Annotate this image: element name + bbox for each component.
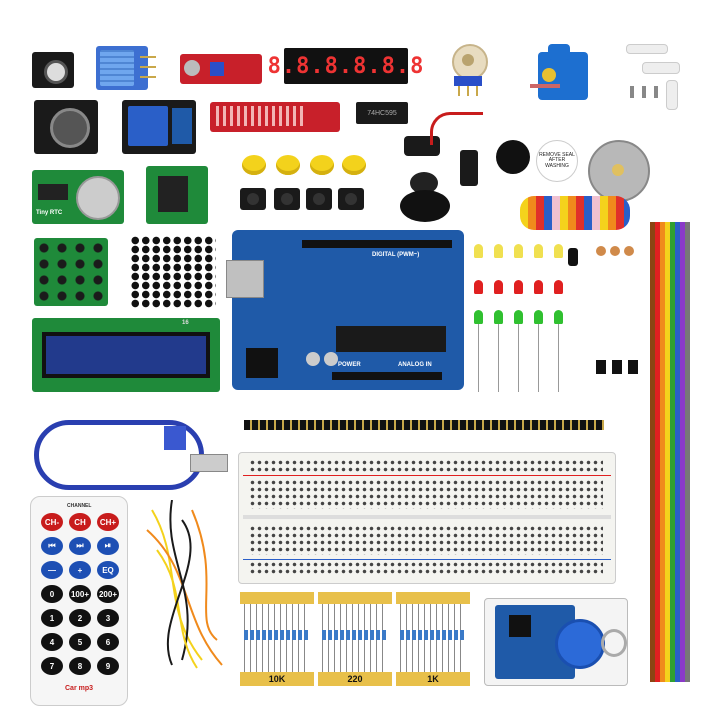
transistors bbox=[596, 360, 642, 400]
shift-register-chip: 74HC595 bbox=[356, 102, 408, 124]
remote-button-5: 5 bbox=[69, 633, 91, 651]
remote-button-3: 3 bbox=[97, 609, 119, 627]
ir-remote: CHANNEL CH- CH CH+ ⏮ ⏭ ⏯ — + EQ 0 100+ 2… bbox=[30, 496, 128, 706]
buzzer bbox=[496, 140, 530, 174]
resistor-strip-1k: 1K bbox=[396, 592, 470, 688]
led-matrix-8x8 bbox=[130, 236, 216, 308]
jumper-wire-bundle bbox=[142, 499, 232, 670]
dc-jack bbox=[246, 348, 278, 378]
tactile-button-2 bbox=[274, 188, 300, 210]
header-pins bbox=[244, 420, 604, 430]
rfid-module bbox=[484, 598, 628, 686]
seven-segment-display: 8.8.8.8.8.8 bbox=[268, 48, 423, 84]
joystick-module bbox=[34, 100, 98, 154]
rtc-label: Tiny RTC bbox=[36, 210, 63, 216]
potentiometer bbox=[450, 44, 488, 96]
remote-button-minus: — bbox=[41, 561, 63, 579]
stepper-motor bbox=[588, 140, 650, 202]
remote-button-9: 9 bbox=[97, 657, 119, 675]
keypad-4x4 bbox=[34, 238, 108, 306]
button-cap-yellow-3 bbox=[310, 155, 334, 175]
tactile-button-3 bbox=[306, 188, 332, 210]
remote-button-7: 7 bbox=[41, 657, 63, 675]
button-cap-yellow-4 bbox=[342, 155, 366, 175]
remote-brand: Car mp3 bbox=[65, 685, 94, 692]
arduino-uno-board: DIGITAL (PWM~) POWER ANALOG IN bbox=[226, 230, 464, 390]
lcd-1602: 16 bbox=[32, 318, 220, 392]
usb-port bbox=[226, 260, 264, 298]
stepper-driver-board bbox=[146, 166, 208, 224]
remote-button-play: ⏯ bbox=[97, 537, 119, 555]
servo-horns bbox=[622, 40, 686, 110]
resistor-strip-220: 220 bbox=[318, 592, 392, 688]
remote-channel-label: CHANNEL bbox=[67, 503, 92, 509]
remote-button-next: ⏭ bbox=[69, 537, 91, 555]
remote-button-100plus: 100+ bbox=[69, 585, 91, 603]
seven-segment-digits: 8.8.8.8.8.8 bbox=[267, 53, 425, 79]
tactile-button-4 bbox=[338, 188, 364, 210]
relay-module bbox=[122, 100, 196, 154]
dht11-sensor-module bbox=[96, 46, 156, 90]
photoresistors bbox=[596, 246, 644, 266]
resistor-label-10k: 10K bbox=[268, 674, 286, 684]
remote-button-2: 2 bbox=[69, 609, 91, 627]
led-assortment bbox=[470, 244, 570, 394]
remote-button-8: 8 bbox=[69, 657, 91, 675]
breadboard bbox=[238, 452, 616, 584]
servo-motor bbox=[530, 42, 596, 106]
remote-button-ch-minus: CH- bbox=[41, 513, 63, 531]
battery-clip-cable bbox=[400, 110, 500, 190]
resistor-label-1k: 1K bbox=[427, 674, 439, 684]
remote-button-ch-plus: CH+ bbox=[97, 513, 119, 531]
remote-button-plus: + bbox=[69, 561, 91, 579]
rtc-module: Tiny RTC bbox=[32, 170, 124, 224]
resistor-strip-10k: 10K bbox=[240, 592, 314, 688]
remote-button-4: 4 bbox=[41, 633, 63, 651]
usb-cable bbox=[34, 420, 228, 490]
buzzer-sticker: REMOVE SEAL AFTER WASHING bbox=[536, 140, 578, 182]
ir-receiver bbox=[568, 248, 578, 266]
microcontroller-chip bbox=[336, 326, 446, 352]
joystick-cap bbox=[398, 172, 452, 224]
remote-button-6: 6 bbox=[97, 633, 119, 651]
power-label: POWER bbox=[338, 362, 361, 368]
tactile-button-1 bbox=[240, 188, 266, 210]
analog-label: ANALOG IN bbox=[398, 362, 432, 368]
resistor-label-220: 220 bbox=[347, 674, 363, 684]
rainbow-jumper-ribbon bbox=[650, 222, 690, 682]
digital-pins-label: DIGITAL (PWM~) bbox=[372, 252, 420, 258]
remote-button-eq: EQ bbox=[97, 561, 119, 579]
button-cap-yellow-2 bbox=[276, 155, 300, 175]
remote-button-prev: ⏮ bbox=[41, 537, 63, 555]
button-cap-yellow-1 bbox=[242, 155, 266, 175]
stepper-wires bbox=[520, 196, 630, 230]
remote-button-1: 1 bbox=[41, 609, 63, 627]
remote-button-200plus: 200+ bbox=[97, 585, 119, 603]
ir-sensor-module bbox=[32, 52, 74, 88]
sound-sensor-module bbox=[180, 54, 262, 84]
remote-button-ch: CH bbox=[69, 513, 91, 531]
remote-button-0: 0 bbox=[41, 585, 63, 603]
chip-label: 74HC595 bbox=[367, 109, 397, 117]
water-level-sensor bbox=[210, 102, 340, 132]
